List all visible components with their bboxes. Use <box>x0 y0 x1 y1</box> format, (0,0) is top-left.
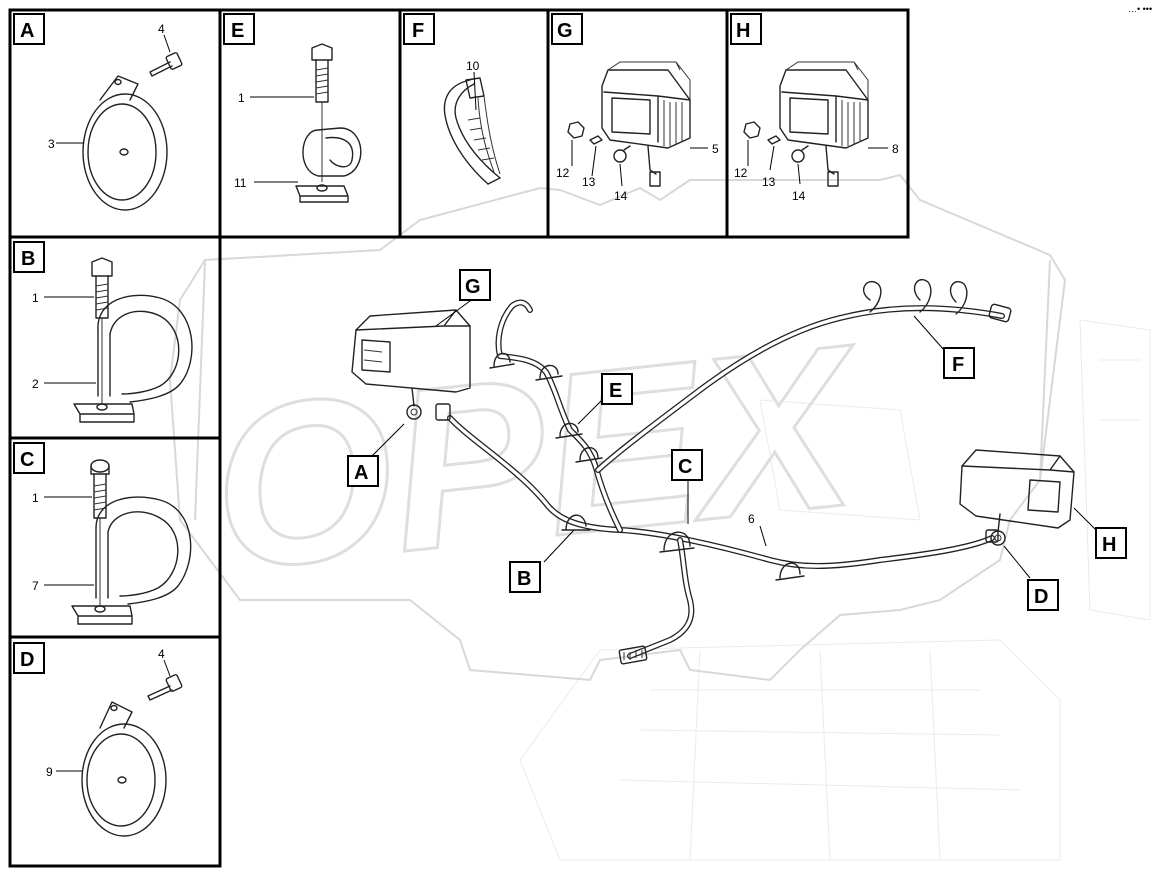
main-assembly: 6 G F E A C <box>347 269 1127 665</box>
panel-g: G 12 13 14 5 <box>551 13 719 203</box>
harness-clips <box>489 279 968 581</box>
part-num-4-a: 4 <box>158 22 165 36</box>
part-num-1-b: 1 <box>32 291 39 305</box>
svg-text:C: C <box>20 449 34 471</box>
svg-text:E: E <box>609 380 622 402</box>
part-num-1-e: 1 <box>238 91 245 105</box>
svg-text:F: F <box>412 20 424 42</box>
part-num-1-c: 1 <box>32 491 39 505</box>
callout-f: F <box>943 347 975 379</box>
background-machine-sketch <box>519 319 1151 861</box>
panel-f-tag: F <box>403 13 435 45</box>
part-num-12-g: 12 <box>556 166 570 180</box>
lamp-g <box>601 61 691 187</box>
svg-text:H: H <box>736 20 750 42</box>
callout-b: B <box>509 561 541 593</box>
part-num-3: 3 <box>48 137 55 151</box>
callout-g: G <box>459 269 491 301</box>
lamp-main-g <box>351 309 471 420</box>
part-num-14-h: 14 <box>792 189 806 203</box>
clamp-b <box>73 294 193 423</box>
lamp-g-parts <box>567 121 631 163</box>
connectors <box>435 303 1012 665</box>
wiring-harness <box>447 299 1005 659</box>
svg-text:B: B <box>517 568 531 590</box>
part-num-12-h: 12 <box>734 166 748 180</box>
svg-text:A: A <box>20 20 34 42</box>
callout-d: D <box>1027 579 1059 611</box>
horn-d <box>81 701 167 837</box>
part-num-6: 6 <box>748 512 755 526</box>
part-num-14-g: 14 <box>614 189 628 203</box>
svg-text:F: F <box>952 354 964 376</box>
callout-c: C <box>671 449 703 481</box>
callout-e: E <box>601 373 633 405</box>
horn-a <box>82 75 168 211</box>
svg-text:G: G <box>557 20 573 42</box>
panel-b: B 1 2 <box>13 241 193 423</box>
bolt-e <box>311 43 333 182</box>
part-num-11: 11 <box>234 176 247 190</box>
callout-h: H <box>1095 527 1127 559</box>
panel-a-tag: A <box>13 13 45 45</box>
bolt-a <box>149 52 183 77</box>
cable-tie-f <box>443 77 501 185</box>
lamp-h-parts <box>743 121 809 163</box>
svg-text:D: D <box>1034 586 1048 608</box>
part-num-9: 9 <box>46 765 53 779</box>
watermark: ОРЕХ <box>168 173 1067 682</box>
part-num-8: 8 <box>892 142 899 156</box>
part-num-13-g: 13 <box>582 175 596 189</box>
lamp-h <box>779 61 869 187</box>
part-num-4-d: 4 <box>158 647 165 661</box>
panel-c-tag: C <box>13 442 45 474</box>
svg-text:E: E <box>231 20 244 42</box>
panel-d-tag: D <box>13 642 45 674</box>
panel-g-tag: G <box>551 13 583 45</box>
lamp-main-h <box>959 449 1075 546</box>
part-num-7: 7 <box>32 579 39 593</box>
callout-leaders <box>371 297 1099 579</box>
bolt-d <box>147 674 183 701</box>
callout-a: A <box>347 455 379 487</box>
part-num-5: 5 <box>712 142 719 156</box>
svg-text:A: A <box>354 462 368 484</box>
svg-text:B: B <box>21 248 35 270</box>
part-num-13-h: 13 <box>762 175 776 189</box>
svg-text:D: D <box>20 649 34 671</box>
panel-h: H 12 13 14 8 <box>730 13 899 203</box>
part-num-10: 10 <box>466 59 480 73</box>
clamp-e <box>295 127 362 203</box>
panel-e-tag: E <box>223 13 255 45</box>
part-num-2: 2 <box>32 377 39 391</box>
panel-b-tag: B <box>13 241 45 273</box>
svg-text:H: H <box>1102 534 1116 556</box>
svg-text:C: C <box>678 456 692 478</box>
panel-f: F 10 <box>403 13 501 185</box>
corner-mark: …• ••• <box>1128 4 1152 14</box>
panel-d: D 4 9 <box>13 642 183 837</box>
bolt-c <box>90 459 110 606</box>
panel-h-tag: H <box>730 13 762 45</box>
clamp-c <box>71 496 192 625</box>
panel-e: E 1 11 <box>223 13 362 203</box>
bolt-b <box>91 257 113 404</box>
panel-a: A 4 3 <box>13 13 183 211</box>
panel-frames <box>8 8 910 868</box>
svg-text:G: G <box>465 276 481 298</box>
panel-c: C 1 7 <box>13 442 192 625</box>
